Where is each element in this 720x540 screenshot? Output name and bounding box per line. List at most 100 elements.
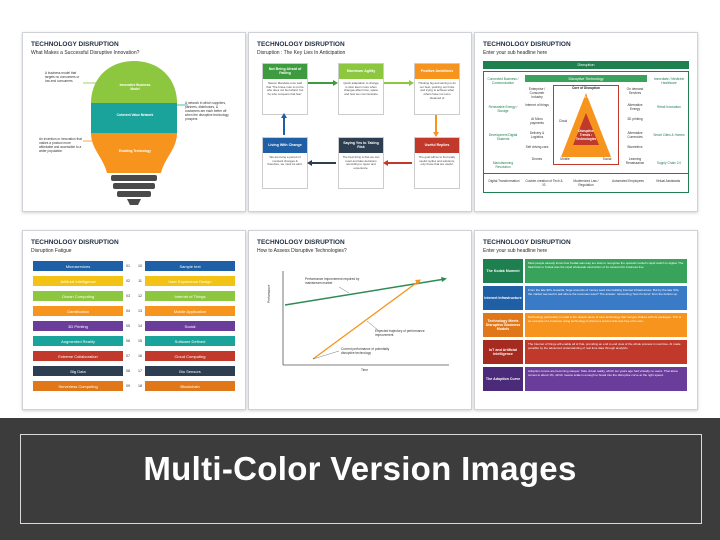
banner-heading: Multi-Color Version Images xyxy=(143,450,577,487)
inner-left-6: Drones xyxy=(531,157,543,161)
fatigue-number-right: 17 xyxy=(138,369,142,373)
row-text-1: Most people already know how Kodak was w… xyxy=(525,259,687,283)
slide-title: TECHNOLOGY DISRUPTION xyxy=(483,41,571,48)
bulb-label-3: Enabling Technology xyxy=(119,149,151,153)
row-text-4: The Internet of things will enable all o… xyxy=(525,340,687,364)
thumbnail-slide-4[interactable]: TECHNOLOGY DISRUPTION Disruption Fatigue… xyxy=(22,230,246,410)
card-head: Living With Change xyxy=(263,138,307,153)
slide-subtitle: How to Assess Disruptive Technologies? xyxy=(257,248,347,254)
current-label: Current performance of potentially disru… xyxy=(341,347,390,355)
inner-right-6: Learning Renaissance xyxy=(625,157,645,165)
card-head: Useful Replies xyxy=(415,138,459,153)
mainstream-label: Performance improvement required by main… xyxy=(305,277,360,285)
slide-title: TECHNOLOGY DISRUPTION xyxy=(483,239,571,246)
fatigue-item-left: Ocean Computing xyxy=(33,291,123,301)
fatigue-item-left: Gamification xyxy=(33,306,123,316)
bottom-item-2: Custom creation of Tech & IS xyxy=(525,179,563,187)
fatigue-number-left: 05 xyxy=(126,324,130,328)
fatigue-item-left: Augmented Reality xyxy=(33,336,123,346)
disruptive-line xyxy=(312,280,420,360)
fatigue-number-left: 04 xyxy=(126,309,130,313)
core-triangle xyxy=(561,93,611,157)
thumbnail-slide-1[interactable]: TECHNOLOGY DISRUPTION What Makes a Succe… xyxy=(22,32,246,212)
card-body: The goal will be to find really useful r… xyxy=(418,155,456,167)
slide-subtitle: Enter your sub headline here xyxy=(483,248,548,254)
inner-right-5: Biometrics xyxy=(627,145,643,149)
card-4: Living With Change We are living a perio… xyxy=(262,137,308,189)
slide-subtitle: Disruption Fatigue xyxy=(31,248,72,254)
right-note: A network in which suppliers, partners, … xyxy=(185,101,229,121)
inner-right-3: 3D printing xyxy=(627,117,643,121)
fatigue-item-right: User Experience Design xyxy=(145,276,235,286)
inner-right-4: Alternative Currencies xyxy=(627,131,643,139)
card-body: Thinking big and aiming to do our best, … xyxy=(418,81,456,100)
inner-left-5: Self driving cars xyxy=(525,145,549,149)
row-text-3: Technology particularly in retail is the… xyxy=(525,313,687,337)
fatigue-item-left: Extreme Collaboration xyxy=(33,351,123,361)
card-head: Saying Yes to Taking Risk xyxy=(339,138,383,153)
corner-label-right: Social xyxy=(602,157,612,161)
left-note-1: A business model that targets no consume… xyxy=(45,71,80,83)
row-label-5: The Adoption Curve xyxy=(483,367,523,391)
bottom-item-1: Digital Transformation xyxy=(488,179,520,183)
fatigue-number-right: 15 xyxy=(138,339,142,343)
fatigue-number-right: 12 xyxy=(138,294,142,298)
bottom-item-3: Modernized Law / Regulation xyxy=(573,179,599,187)
lightbulb-graphic xyxy=(83,61,188,205)
fatigue-number-left: 09 xyxy=(126,384,130,388)
inner-left-1: Enterprise / Consumer Industry xyxy=(528,87,546,99)
slide-subtitle: What Makes a Successful Disruptive Innov… xyxy=(31,50,140,56)
core-center-label: Disruptive Trends • Technologies xyxy=(575,129,597,141)
expected-label: Expected trajectory of performance impro… xyxy=(375,329,425,337)
bulb-label-1: Innovative Business Model xyxy=(119,83,151,91)
left-col-1: Connected Business / Communication xyxy=(487,77,519,85)
card-5: Saying Yes to Taking Risk The best thing… xyxy=(338,137,384,189)
fatigue-number-right: 11 xyxy=(138,279,142,283)
bottom-banner xyxy=(0,418,720,540)
slide-title: TECHNOLOGY DISRUPTION xyxy=(257,41,345,48)
fatigue-item-right: Blockchain xyxy=(145,381,235,391)
fatigue-number-right: 18 xyxy=(138,384,142,388)
outer-frame xyxy=(483,71,689,193)
fatigue-number-left: 01 xyxy=(126,264,130,268)
fatigue-item-left: 3D Printing xyxy=(33,321,123,331)
inner-right-1: On demand Services xyxy=(626,87,644,95)
card-head: Maximum Agility xyxy=(339,64,383,79)
slide-title: TECHNOLOGY DISRUPTION xyxy=(31,41,119,48)
y-axis-label: Performance xyxy=(267,284,271,303)
row-text-2: From the late 90's onwards, huge amounts… xyxy=(525,286,687,310)
fatigue-item-right: Bio Sensors xyxy=(145,366,235,376)
fatigue-item-right: Mobile Application xyxy=(145,306,235,316)
inner-left-4: Delivery & Logistics xyxy=(529,131,545,139)
disruption-bar: Disruption xyxy=(483,61,689,69)
left-col-3: Development Digital Students xyxy=(488,133,518,141)
thumbnail-slide-5[interactable]: TECHNOLOGY DISRUPTION How to Assess Disr… xyxy=(248,230,472,410)
card-head: Positive Ambitions xyxy=(415,64,459,79)
inner-right-2: Alternative Energy xyxy=(627,103,643,111)
thumbnail-slide-6[interactable]: TECHNOLOGY DISRUPTION Enter your sub hea… xyxy=(474,230,698,410)
row-label-2: Internet Infrastructure xyxy=(483,286,523,310)
thumbnail-slide-3[interactable]: TECHNOLOGY DISRUPTION Enter your sub hea… xyxy=(474,32,698,212)
card-head: Not Being Afraid of Failing xyxy=(263,64,307,79)
thumbnail-slide-2[interactable]: TECHNOLOGY DISRUPTION Disruption : The K… xyxy=(248,32,472,212)
banner-frame xyxy=(20,434,702,524)
fatigue-item-right: Software Defined xyxy=(145,336,235,346)
bottom-item-4: Automated Employees xyxy=(611,179,645,183)
fatigue-number-right: 10 xyxy=(138,264,142,268)
fatigue-item-left: Microservices xyxy=(33,261,123,271)
fatigue-item-left: Serverless Computing xyxy=(33,381,123,391)
row-label-3: Technology Meets Disruptive Business Mod… xyxy=(483,313,523,337)
fatigue-number-left: 03 xyxy=(126,294,130,298)
left-col-2: Renewable Energy / Storage xyxy=(488,105,518,113)
right-col-2: Retail Innovation xyxy=(657,105,681,109)
card-1: Not Being Afraid of Failing Nelson Mande… xyxy=(262,63,308,115)
corner-label-top: Next Gen xyxy=(579,95,593,99)
fatigue-item-right: Sample text xyxy=(145,261,235,271)
right-col-3: Smart Cities & Homes xyxy=(653,133,685,137)
inner-left-2: Internet of things xyxy=(525,103,549,107)
fatigue-item-left: Artificial Intelligence xyxy=(33,276,123,286)
fatigue-number-left: 06 xyxy=(126,339,130,343)
card-2: Maximum Agility Quick adaptation to chan… xyxy=(338,63,384,115)
corner-label-left: Mobile xyxy=(560,157,570,161)
fatigue-number-left: 02 xyxy=(126,279,130,283)
